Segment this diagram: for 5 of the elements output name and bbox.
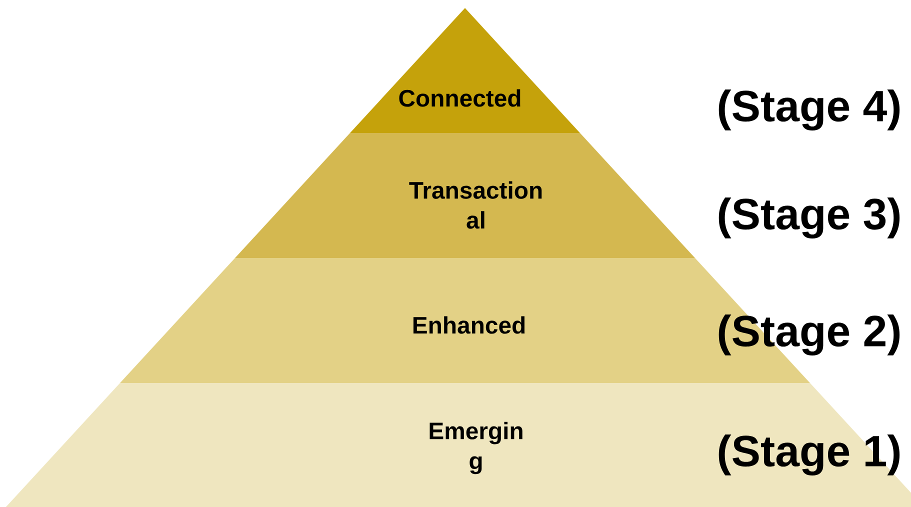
pyramid-layer: Transaction al (235, 133, 695, 258)
stage-label: (Stage 3) (718, 197, 900, 239)
stage-label: (Stage 4) (718, 89, 900, 131)
pyramid-layer: Connected (350, 8, 580, 133)
stage-label: (Stage 1) (718, 434, 900, 476)
